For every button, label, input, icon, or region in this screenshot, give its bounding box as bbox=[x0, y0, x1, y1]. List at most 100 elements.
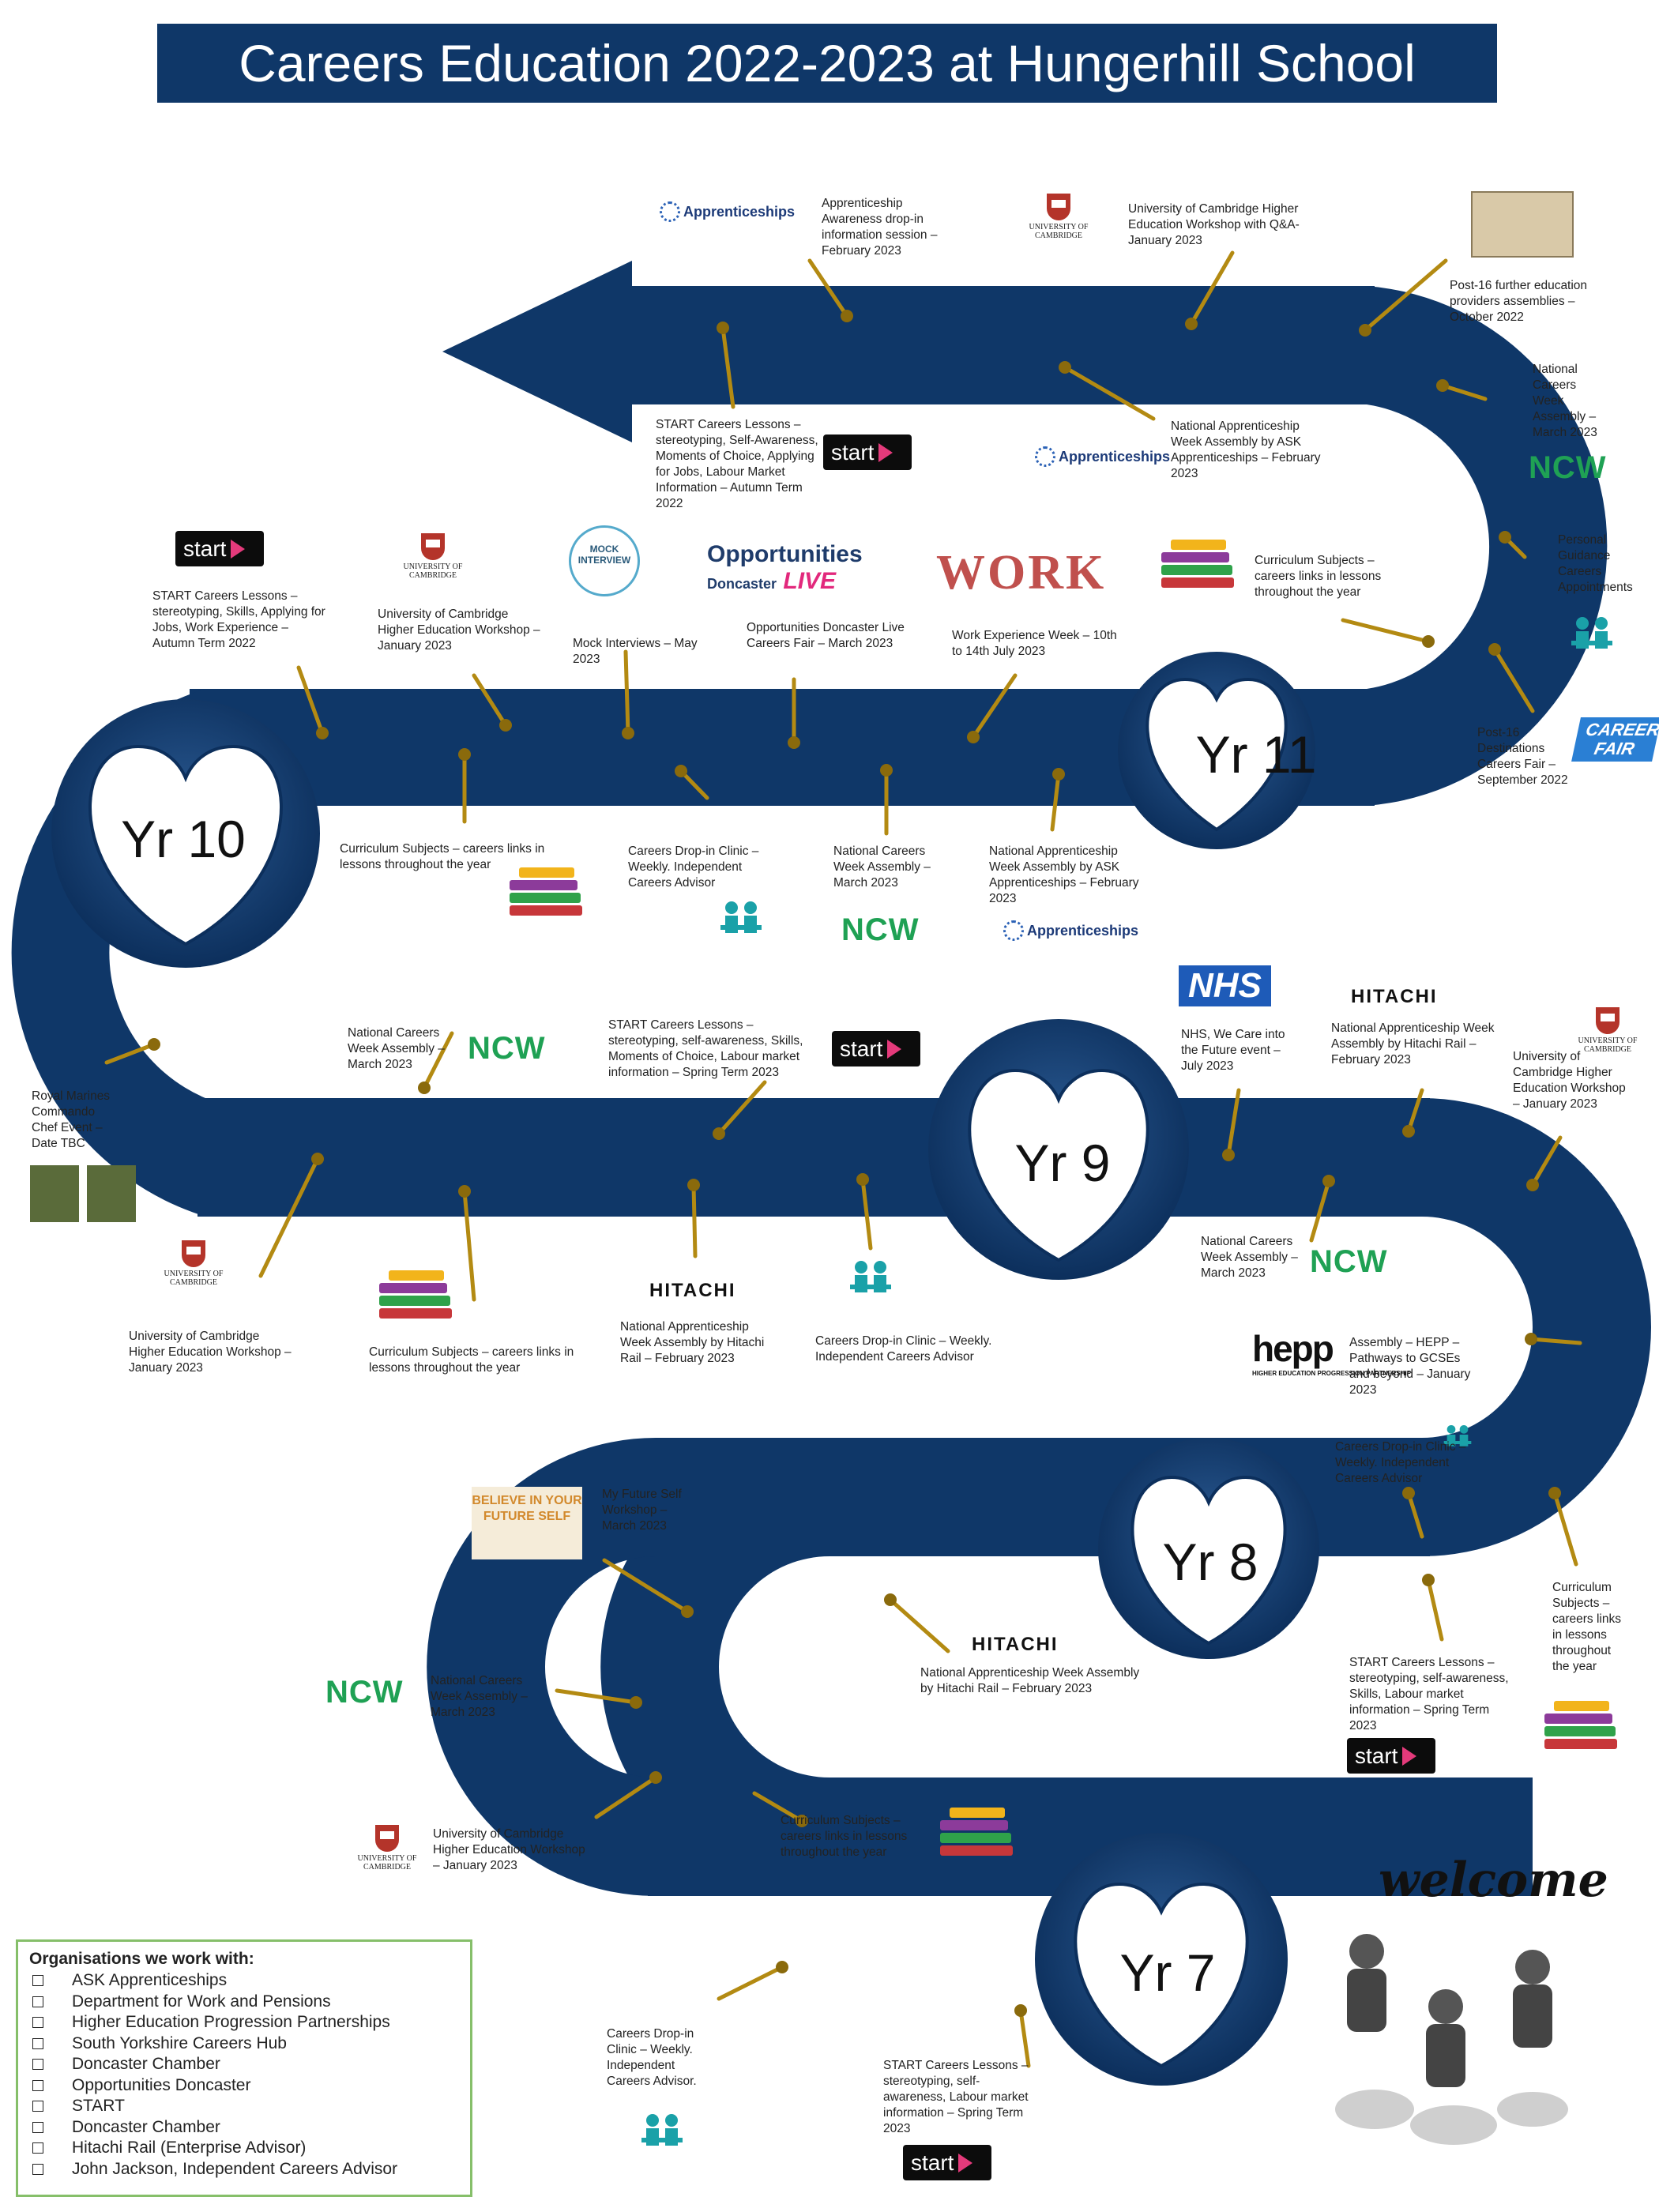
list-item: South Yorkshire Careers Hub bbox=[29, 2033, 459, 2055]
people-at-desk-icon bbox=[1443, 1425, 1472, 1446]
event-y11-ncw: National Careers Week Assembly – March 2… bbox=[1533, 363, 1597, 439]
leader-dots bbox=[148, 310, 1561, 2017]
event-y9-cambridge-left: University of Cambridge Higher Education… bbox=[129, 1330, 292, 1375]
start-logo: start bbox=[1347, 1738, 1435, 1774]
books-icon bbox=[379, 1268, 458, 1331]
mock-interview-logo: MOCK INTERVIEW bbox=[569, 525, 640, 596]
event-y9-royal-marines: Royal Marines Commando Chef Event – Date… bbox=[32, 1089, 111, 1150]
event-y11-start: START Careers Lessons – stereotyping, Se… bbox=[656, 418, 818, 510]
heart-yr11 bbox=[1146, 677, 1288, 832]
apprenticeships-logo: Apprenticeships bbox=[1003, 920, 1138, 941]
people-at-desk-icon bbox=[850, 1261, 891, 1292]
believe-future-self-logo: BELIEVE IN YOUR FUTURE SELF bbox=[472, 1487, 582, 1559]
event-y7-start: START Careers Lessons – stereotyping, se… bbox=[883, 2059, 1029, 2135]
event-y9-curriculum: Curriculum Subjects – careers links in l… bbox=[369, 1345, 574, 1375]
event-y10-start: START Careers Lessons – stereotyping, Sk… bbox=[152, 589, 325, 650]
start-play-icon bbox=[231, 539, 246, 559]
list-item: Higher Education Progression Partnership… bbox=[29, 2012, 459, 2033]
event-y8-future-self: My Future Self Workshop – March 2023 bbox=[602, 1488, 682, 1533]
event-y10-curriculum: Curriculum Subjects – careers links in l… bbox=[340, 842, 545, 871]
cambridge-shield-icon bbox=[375, 1825, 399, 1852]
heart-yr9 bbox=[968, 1068, 1149, 1262]
event-y9-dropin: Careers Drop-in Clinic – Weekly. Indepen… bbox=[815, 1334, 992, 1364]
hitachi-logo: HITACHI bbox=[972, 1634, 1059, 1655]
ncw-logo: NCW bbox=[1310, 1244, 1388, 1279]
checkbox-icon bbox=[32, 2163, 43, 2175]
event-y8-hitachi: National Apprenticeship Week Assembly by… bbox=[920, 1666, 1140, 1695]
checkbox-icon bbox=[32, 1996, 43, 2007]
checkbox-icon bbox=[32, 2059, 43, 2071]
year-label-yr11: Yr 11 bbox=[1196, 725, 1317, 784]
list-item: Department for Work and Pensions bbox=[29, 1992, 459, 2013]
event-y9-cambridge-right: University of Cambridge Higher Education… bbox=[1513, 1050, 1626, 1111]
cambridge-shield-icon bbox=[1047, 194, 1070, 220]
event-y9-hepp: Assembly – HEPP – Pathways to GCSEs and … bbox=[1349, 1336, 1471, 1397]
cambridge-logo: UNIVERSITY OF CAMBRIDGE bbox=[401, 533, 465, 580]
event-y10-work-experience: Work Experience Week – 10th to 14th July… bbox=[952, 629, 1117, 658]
cambridge-logo: UNIVERSITY OF CAMBRIDGE bbox=[1027, 194, 1090, 240]
event-y9-nhs: NHS, We Care into the Future event – Jul… bbox=[1181, 1028, 1285, 1073]
apprenticeships-logo: Apprenticeships bbox=[1035, 446, 1170, 467]
organisations-heading: Organisations we work with: bbox=[29, 1950, 254, 1968]
event-y10-cambridge: University of Cambridge Higher Education… bbox=[378, 608, 540, 653]
event-y7-cambridge: University of Cambridge Higher Education… bbox=[433, 1827, 585, 1872]
event-y10-opportunities: Opportunities Doncaster Live Careers Fai… bbox=[747, 621, 905, 650]
event-y9-hitachi-bottom: National Apprenticeship Week Assembly by… bbox=[620, 1320, 765, 1365]
list-item: Opportunities Doncaster bbox=[29, 2075, 459, 2097]
year-label-yr7: Yr 7 bbox=[1119, 1943, 1215, 2002]
ncw-logo: NCW bbox=[1529, 450, 1607, 485]
list-item: START bbox=[29, 2096, 459, 2117]
list-item: Doncaster Chamber bbox=[29, 2054, 459, 2075]
checkbox-icon bbox=[32, 2017, 43, 2029]
royal-marines-photo-2 bbox=[87, 1165, 136, 1222]
list-item: Doncaster Chamber bbox=[29, 2117, 459, 2139]
start-play-icon bbox=[878, 442, 893, 462]
event-y11-apprenticeship-dropin: Apprenticeship Awareness drop-in informa… bbox=[822, 197, 938, 258]
checkbox-icon bbox=[32, 2079, 43, 2091]
ncw-logo: NCW bbox=[841, 912, 920, 947]
page-title: Careers Education 2022-2023 at Hungerhil… bbox=[157, 24, 1497, 103]
hitachi-logo: HITACHI bbox=[649, 1280, 736, 1301]
post16-photo bbox=[1471, 191, 1574, 258]
welcome-logo: welcome bbox=[1379, 1853, 1608, 1908]
nhs-logo: NHS bbox=[1179, 965, 1271, 1006]
event-y8-ncw: National Careers Week Assembly – March 2… bbox=[431, 1674, 528, 1719]
apprenticeships-swirl-icon bbox=[1003, 920, 1024, 941]
arrow-head bbox=[442, 261, 632, 442]
event-y10-national-apprenticeship: National Apprenticeship Week Assembly by… bbox=[989, 845, 1139, 905]
career-fair-logo: CAREER FAIR bbox=[1571, 717, 1659, 762]
start-play-icon bbox=[887, 1039, 902, 1059]
apprenticeships-logo: Apprenticeships bbox=[660, 201, 795, 222]
people-at-desk-icon bbox=[641, 2114, 683, 2146]
event-y9-start: START Careers Lessons – stereotyping, se… bbox=[608, 1018, 803, 1079]
event-y10-dropin: Careers Drop-in Clinic – Weekly. Indepen… bbox=[628, 845, 759, 890]
organisations-box: Organisations we work with: ASK Apprenti… bbox=[16, 1939, 472, 2197]
start-logo: start bbox=[175, 531, 264, 566]
cambridge-logo: UNIVERSITY OF CAMBRIDGE bbox=[162, 1240, 225, 1287]
start-logo: start bbox=[823, 434, 912, 470]
heart-yr8 bbox=[1130, 1475, 1287, 1646]
event-y7-curriculum: Curriculum Subjects – careers links in l… bbox=[781, 1814, 908, 1859]
books-icon bbox=[510, 865, 589, 928]
cambridge-shield-icon bbox=[182, 1240, 205, 1267]
start-play-icon bbox=[1402, 1746, 1417, 1766]
start-play-icon bbox=[958, 2153, 973, 2172]
checkbox-icon bbox=[32, 1975, 43, 1987]
work-experience-logo: WORK bbox=[936, 546, 1107, 600]
road-path bbox=[11, 261, 1651, 1896]
event-y11-post16-fair: Post-16 Destinations Careers Fair – Sept… bbox=[1477, 726, 1568, 787]
event-y9-ncw-right: National Careers Week Assembly – March 2… bbox=[1201, 1235, 1298, 1280]
heart-yr7 bbox=[1074, 1882, 1249, 2068]
ncw-logo: NCW bbox=[325, 1675, 404, 1710]
books-icon bbox=[1544, 1698, 1623, 1762]
checkbox-icon bbox=[32, 2037, 43, 2049]
cambridge-shield-icon bbox=[1596, 1007, 1620, 1034]
books-icon bbox=[940, 1805, 1019, 1868]
organisations-list: ASK Apprenticeships Department for Work … bbox=[29, 1970, 459, 2180]
event-y11-national-apprenticeship: National Apprenticeship Week Assembly by… bbox=[1171, 419, 1321, 480]
ncw-logo: NCW bbox=[468, 1031, 546, 1066]
list-item: ASK Apprenticeships bbox=[29, 1970, 459, 1992]
